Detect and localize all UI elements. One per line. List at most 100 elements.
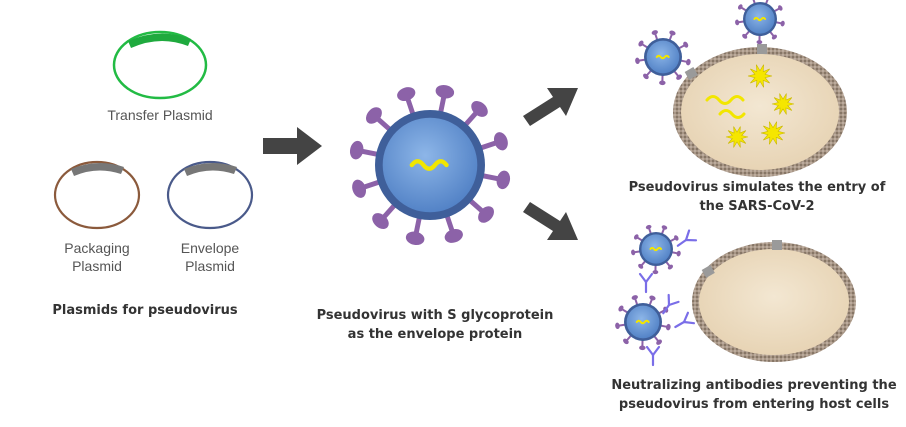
spike-protein (615, 322, 620, 330)
host-cell-entry (673, 44, 847, 177)
transfer-plasmid-ring (112, 30, 208, 100)
spike-protein (756, 40, 763, 45)
virus-core (641, 234, 671, 264)
neutralized-pseudovirus (615, 295, 671, 351)
reporter-star (725, 126, 749, 148)
arrow-to-pseudovirus (263, 127, 322, 165)
spike-protein (638, 263, 644, 269)
spike-stalk (381, 203, 397, 220)
transfer-plasmid-insert (128, 33, 191, 48)
envelope-plasmid-label: Envelope Plasmid (180, 240, 240, 274)
pseudovirus-binding (635, 30, 691, 86)
entry-caption: Pseudovirus simulates the entry of the S… (628, 180, 886, 214)
spike-protein (742, 33, 748, 39)
spike-protein (645, 224, 652, 230)
spike-protein (493, 132, 508, 151)
receptor (772, 240, 782, 250)
spike-protein (633, 234, 639, 240)
spike-protein (686, 58, 691, 66)
antibody (645, 345, 661, 367)
virus-core (382, 117, 478, 213)
pseudovirus-caption: Pseudovirus with S glycoprotein as the e… (316, 308, 554, 342)
spike-protein (618, 305, 624, 312)
spike-protein (435, 84, 455, 99)
packaging-plasmid (53, 160, 141, 230)
spike-protein (674, 235, 679, 241)
spike-protein (631, 249, 636, 256)
antibody (674, 311, 696, 329)
envelope-plasmid-ring (166, 160, 254, 230)
neutralization-caption: Neutralizing antibodies preventing the p… (611, 378, 897, 412)
packaging-plasmid-label: Packaging Plasmid (64, 240, 130, 274)
spike-protein (444, 228, 463, 243)
arrow-to-entry (523, 88, 578, 126)
spike-stalk (479, 140, 498, 151)
spike-protein (638, 40, 644, 47)
spike-protein (780, 20, 785, 27)
spike-protein (478, 206, 494, 223)
spike-protein (737, 4, 743, 10)
viral-rna (649, 246, 663, 252)
pseudovirus-binding (735, 0, 785, 45)
viral-rna (409, 159, 449, 171)
arrow-to-neutralization (523, 202, 578, 240)
spike-protein (397, 87, 416, 102)
pseudovirus-particle (349, 84, 511, 246)
spike-stalk (360, 148, 379, 157)
spike-protein (652, 270, 659, 275)
spike-protein (683, 41, 689, 48)
spike-protein (405, 231, 425, 246)
spike-protein (372, 213, 389, 229)
spike-protein (366, 107, 382, 124)
viral-rna (655, 54, 670, 60)
spike-stalk (375, 116, 392, 132)
packaging-plasmid-ring (53, 160, 141, 230)
virus-core (626, 305, 660, 339)
antibody (662, 293, 680, 315)
host-cell-cytoplasm (681, 54, 839, 170)
spike-protein (659, 80, 666, 86)
spike-protein (643, 73, 649, 80)
viral-rna (753, 16, 767, 22)
spike-stalk (468, 198, 485, 214)
spike-protein (349, 140, 364, 160)
neutralized-pseudovirus (631, 224, 681, 275)
neutralizing-antibodies (638, 229, 698, 367)
spike-stalk (444, 214, 455, 233)
spike-protein (676, 74, 682, 80)
receptor (701, 265, 715, 278)
virus-core (745, 4, 775, 34)
reporter-signals (725, 64, 795, 148)
spike-protein (651, 30, 658, 35)
host-cell-neutralization (692, 240, 856, 362)
transfer-plasmid-label: Transfer Plasmid (107, 107, 213, 123)
released-rna (705, 95, 745, 105)
spike-protein (623, 338, 629, 345)
spike-protein (778, 5, 783, 11)
host-cell-cytoplasm (699, 249, 849, 355)
spike-protein (669, 30, 676, 36)
viral-rna (635, 319, 650, 325)
spike-protein (352, 179, 367, 198)
spike-protein (656, 339, 662, 345)
spike-protein (666, 323, 671, 331)
receptor (684, 67, 698, 80)
spike-protein (631, 295, 638, 300)
antibody (638, 272, 654, 294)
spike-stalk (438, 95, 447, 114)
envelope-plasmid-insert (184, 162, 237, 176)
plasmids-caption: Plasmids for pseudovirus (52, 303, 238, 318)
released-rna (718, 109, 746, 119)
reporter-star (760, 121, 786, 145)
packaging-plasmid-insert (71, 162, 124, 176)
spike-protein (676, 250, 681, 257)
spike-protein (471, 101, 488, 117)
spike-protein (649, 295, 656, 301)
spike-stalk (413, 216, 422, 235)
spike-protein (496, 170, 511, 190)
spike-stalk (362, 179, 381, 190)
spike-protein (667, 264, 673, 270)
spike-stalk (405, 97, 416, 116)
transfer-plasmid (112, 30, 208, 100)
